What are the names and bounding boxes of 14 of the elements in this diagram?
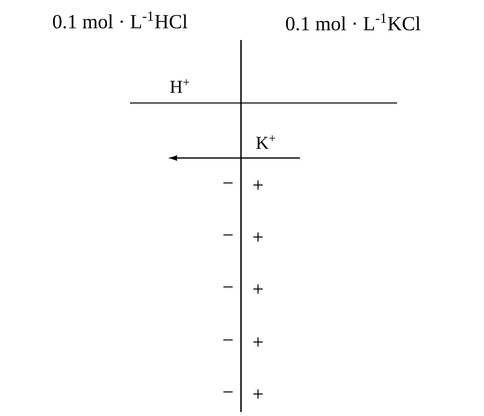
charge-sign: − <box>223 339 233 340</box>
solution-label: 0.1 mol · L$^{-1}$KCl <box>286 13 420 31</box>
charge-sign: − <box>223 182 233 184</box>
charge-sign: + <box>253 180 263 190</box>
ion-label: K$^{+}$ <box>256 135 276 149</box>
ion-label: H$^{+}$ <box>170 79 190 93</box>
charge-sign: − <box>223 286 233 288</box>
charge-sign: + <box>253 389 263 399</box>
charge-sign: + <box>253 284 263 294</box>
solution-label: 0.1 mol · L$^{-1}$HCl <box>53 11 188 29</box>
charge-sign: + <box>253 337 263 347</box>
charge-sign: + <box>253 232 263 242</box>
charge-sign: − <box>223 391 233 392</box>
charge-sign: − <box>223 234 233 236</box>
